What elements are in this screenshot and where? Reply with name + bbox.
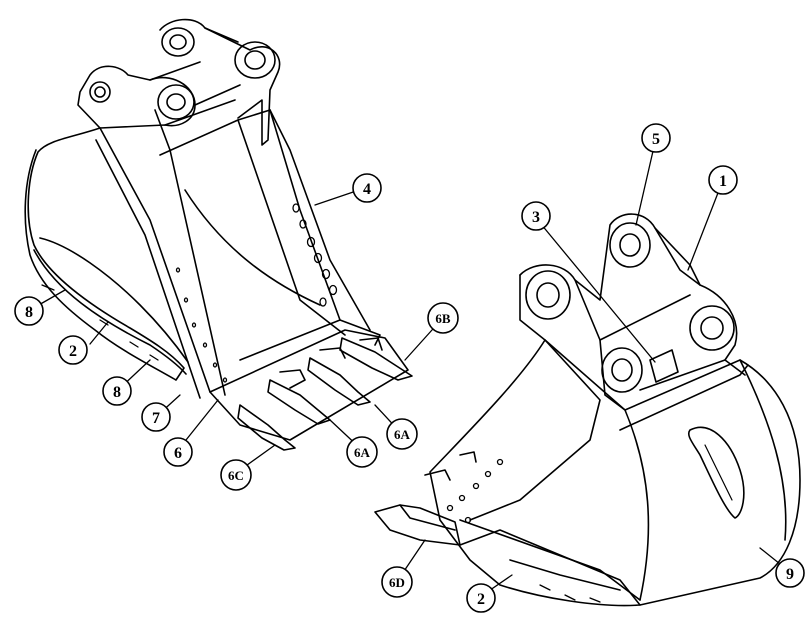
left-bucket-front-edge-inner <box>95 139 201 399</box>
svg-text:1: 1 <box>719 173 727 190</box>
svg-text:6C: 6C <box>228 468 244 483</box>
left-bucket-front-edge <box>99 127 211 393</box>
right-bucket-teeth <box>374 451 477 546</box>
tooth-6c <box>237 404 296 451</box>
right-bucket-slot-line <box>704 444 733 501</box>
right-bucket-cutting-edge <box>459 529 641 606</box>
tooth-6a-1 <box>267 379 331 425</box>
left-bucket-lip-line <box>239 319 341 361</box>
callout-2-right: 2 <box>466 583 496 613</box>
left-bucket-holes <box>175 203 338 383</box>
right-bucket-wear-pads <box>539 584 601 603</box>
callout-6a-2: 6A <box>386 418 418 450</box>
right-bucket-holes <box>446 458 504 524</box>
svg-text:2: 2 <box>69 343 77 360</box>
callout-6a-1: 6A <box>346 436 378 468</box>
svg-text:2: 2 <box>477 591 485 608</box>
callout-6: 6 <box>163 437 193 467</box>
left-bucket-back-plate-2 <box>159 119 346 336</box>
callout-5: 5 <box>641 123 671 153</box>
right-bucket-back-curve <box>624 409 650 601</box>
svg-text:6D: 6D <box>389 575 405 590</box>
callout-6d: 6D <box>381 566 413 598</box>
callout-4: 4 <box>352 173 382 203</box>
right-bucket-block <box>649 349 679 383</box>
callout-6c: 6C <box>220 459 252 491</box>
callout-1: 1 <box>708 165 738 195</box>
right-bucket-front-strip <box>469 339 601 521</box>
callout-7: 7 <box>141 402 171 432</box>
callout-9: 9 <box>775 558 805 588</box>
callout-8-left: 8 <box>14 296 44 326</box>
right-bucket-side-curve <box>739 359 787 541</box>
left-bucket-cutting-edge <box>209 329 409 441</box>
svg-text:7: 7 <box>152 410 160 427</box>
svg-text:9: 9 <box>786 566 794 583</box>
callout-3: 3 <box>521 201 551 231</box>
svg-text:6A: 6A <box>394 427 411 442</box>
tooth-6a-2 <box>307 357 371 406</box>
svg-text:4: 4 <box>363 181 371 198</box>
svg-text:8: 8 <box>25 304 33 321</box>
tooth-6b <box>339 337 413 381</box>
callout-6b: 6B <box>427 302 459 334</box>
left-bucket-teeth <box>237 337 413 451</box>
right-bucket-wear-strip <box>509 559 621 591</box>
svg-text:6A: 6A <box>354 445 371 460</box>
right-bucket-top-plate <box>619 364 749 431</box>
right-bucket <box>374 213 801 607</box>
left-bucket-side-lower-edge <box>33 249 187 375</box>
left-bucket-side-lip <box>39 237 189 363</box>
right-bucket-side-slot <box>687 426 745 519</box>
svg-text:3: 3 <box>532 209 540 226</box>
right-bucket-shell <box>429 339 801 607</box>
svg-text:8: 8 <box>113 384 121 401</box>
svg-text:5: 5 <box>652 131 660 148</box>
callout-2-left: 2 <box>58 335 88 365</box>
left-bucket-right-plate-edge <box>269 109 371 331</box>
right-bucket-shell-inner <box>459 519 641 601</box>
callout-8-middle: 8 <box>102 376 132 406</box>
left-bucket <box>24 18 413 451</box>
left-bucket-mounting-ears <box>77 18 281 146</box>
svg-text:6B: 6B <box>435 311 451 326</box>
left-bucket-side-plate <box>24 127 185 381</box>
svg-text:6: 6 <box>174 445 182 462</box>
left-bucket-inner-curve <box>184 189 321 306</box>
tooth-6d <box>374 504 461 546</box>
right-bucket-mounting-ears <box>519 213 746 411</box>
